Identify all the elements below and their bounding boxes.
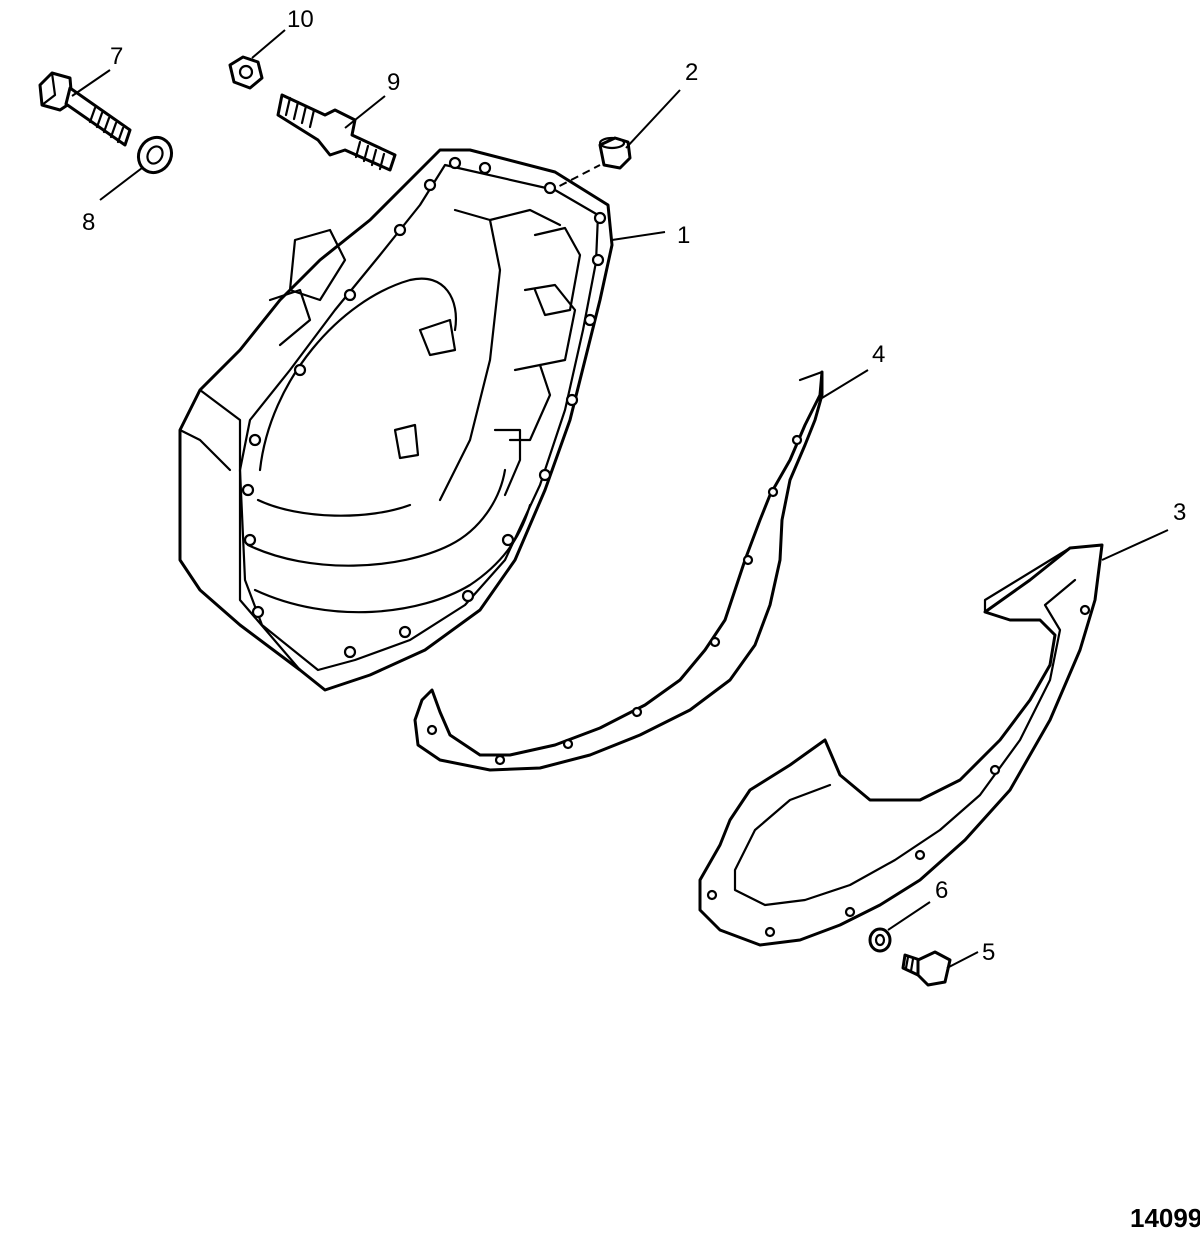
cover-plate: [698, 543, 1104, 947]
callout-5: 5: [982, 939, 995, 966]
leader-5: [946, 951, 979, 969]
leader-8: [99, 167, 143, 201]
nut-10: [228, 55, 264, 90]
leader-lines: [71, 29, 1169, 969]
leader-1: [611, 231, 666, 241]
callout-7: 7: [110, 43, 123, 70]
flywheel-housing: [178, 148, 614, 692]
stud-9: [276, 93, 397, 172]
bolt-5: [901, 950, 952, 987]
leader-3: [1101, 529, 1169, 561]
callout-1: 1: [677, 222, 690, 249]
leader-10: [251, 29, 286, 59]
callout-10: 10: [287, 6, 314, 33]
callout-4: 4: [872, 341, 885, 368]
plug: [598, 136, 632, 170]
callout-9: 9: [387, 69, 400, 96]
leader-9: [344, 95, 386, 129]
figure-number: 14099: [1130, 1203, 1200, 1233]
washer-8: [136, 135, 174, 175]
callout-8: 8: [82, 209, 95, 236]
leader-4: [821, 369, 869, 399]
callout-labels: 1 2 3 4 5 6 7 8 9 10: [82, 6, 1186, 966]
callout-3: 3: [1173, 499, 1186, 526]
callout-2: 2: [685, 59, 698, 86]
washer-6: [868, 927, 892, 953]
leader-2: [625, 89, 681, 149]
callout-6: 6: [935, 877, 948, 904]
bolt-7: [38, 71, 132, 147]
leader-6: [887, 901, 931, 931]
gasket-strip: [413, 370, 824, 772]
leader-7: [71, 69, 111, 97]
